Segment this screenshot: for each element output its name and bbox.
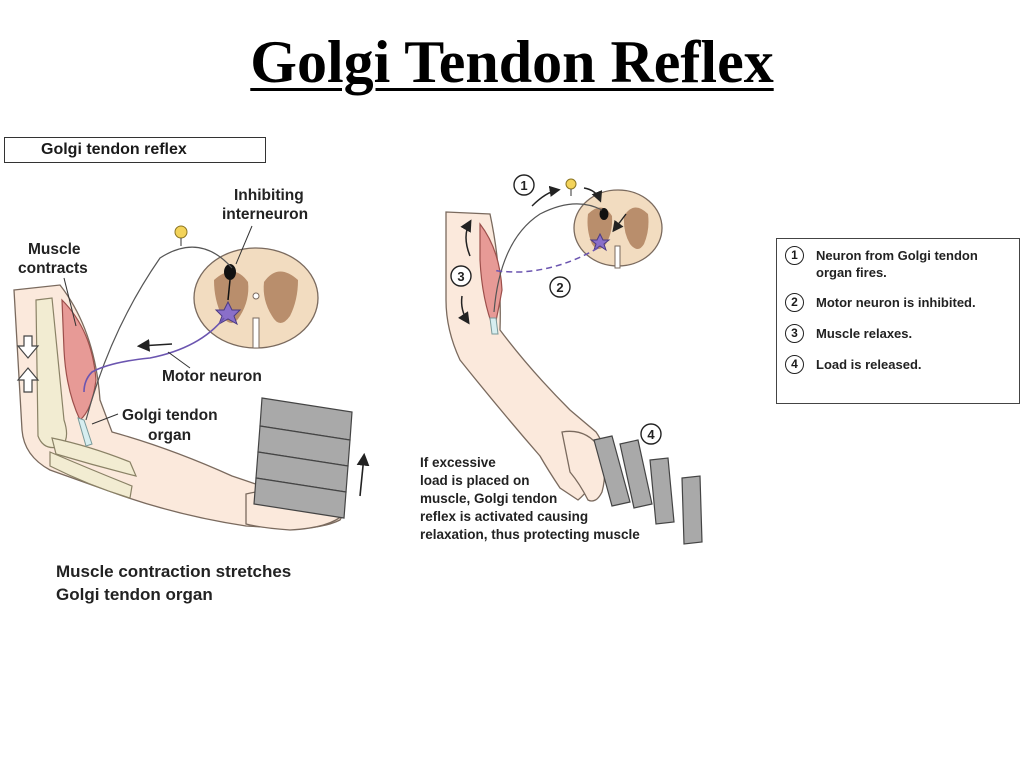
left-caption: Muscle contraction stretches Golgi tendo… (56, 560, 291, 606)
left-arm (13, 284, 345, 531)
right-tendon (489, 317, 499, 335)
legend-item-1: 1 Neuron from Golgi tendon organ fires. (785, 246, 1019, 281)
left-spinal-cord (193, 247, 319, 349)
note-line: reflex is activated causing (420, 509, 589, 524)
right-biceps (479, 222, 503, 333)
left-motor-neuron-cell (214, 300, 242, 326)
left-radius (51, 437, 138, 477)
step-marker-4: 4 (640, 423, 662, 445)
svg-text:2: 2 (556, 280, 563, 295)
left-up-arrow-icon (16, 367, 40, 393)
caption-line-1: Muscle contraction stretches (56, 562, 292, 581)
muscle-leader (63, 277, 77, 327)
label-muscle: Muscle (28, 241, 81, 258)
steps-legend: 1 Neuron from Golgi tendon organ fires. … (776, 238, 1020, 404)
left-panel-title: Golgi tendon reflex (4, 137, 266, 163)
right-motor-neuron-cell (589, 232, 611, 252)
legend-text: Muscle relaxes. (816, 326, 913, 341)
legend-text: Load is released. (816, 357, 922, 372)
legend-item-2: 2 Motor neuron is inhibited. (785, 293, 1019, 312)
legend-num: 4 (785, 355, 804, 374)
left-load-arrow-icon (356, 452, 370, 497)
svg-text:3: 3 (457, 269, 464, 284)
right-hand (561, 430, 606, 502)
right-down-arrow-icon (458, 295, 470, 325)
right-inhibit-arrow-icon (612, 213, 627, 233)
left-motor-axon (83, 317, 225, 393)
label-organ: organ (148, 427, 192, 444)
right-spinal-cord (573, 189, 663, 269)
motor-neuron-leader (167, 351, 191, 369)
right-falling-weights (593, 435, 703, 545)
label-interneuron: interneuron (222, 206, 309, 223)
step-marker-3: 3 (450, 265, 472, 287)
interneuron-leader (235, 225, 253, 265)
left-weight-stack (253, 397, 353, 519)
right-signal-arrow-icon (531, 185, 561, 207)
right-receptor-body (565, 178, 577, 190)
right-note: If excessive load is placed on muscle, G… (420, 454, 640, 544)
left-tendon (77, 417, 93, 447)
right-arm (445, 211, 606, 502)
legend-item-3: 3 Muscle relaxes. (785, 324, 1019, 343)
label-motor-neuron: Motor neuron (162, 368, 262, 385)
legend-item-4: 4 Load is released. (785, 355, 1019, 374)
note-line: relaxation, thus protecting muscle (420, 527, 640, 542)
left-interneuron-cell (224, 264, 236, 280)
golgi-leader (91, 413, 119, 425)
label-golgi-tendon: Golgi tendon (122, 407, 218, 424)
legend-text: Motor neuron is inhibited. (816, 295, 976, 310)
legend-num: 1 (785, 246, 804, 265)
note-line: If excessive (420, 455, 496, 470)
svg-text:1: 1 (520, 178, 527, 193)
caption-line-2: Golgi tendon organ (56, 585, 213, 604)
left-sensory-neuron (85, 246, 233, 421)
step-marker-1: 1 (513, 174, 535, 196)
slide-title: Golgi Tendon Reflex (250, 29, 774, 95)
note-line: muscle, Golgi tendon (420, 491, 558, 506)
legend-num: 2 (785, 293, 804, 312)
note-line: load is placed on (420, 473, 530, 488)
left-down-arrow-icon (16, 335, 40, 359)
label-inhibiting: Inhibiting (234, 187, 304, 204)
left-motor-arrow-icon (136, 339, 173, 352)
left-receptor-body (174, 225, 188, 239)
right-entry-arrow-icon (583, 187, 603, 203)
left-ulna (49, 451, 133, 499)
right-interneuron-cell (599, 208, 609, 220)
right-up-arrow-icon (460, 219, 472, 257)
legend-num: 3 (785, 324, 804, 343)
svg-text:4: 4 (647, 427, 655, 442)
legend-text: Neuron from Golgi tendon organ fires. (816, 248, 978, 280)
right-inhibited-motor-axon (493, 247, 599, 273)
step-marker-2: 2 (549, 276, 571, 298)
label-contracts: contracts (18, 260, 88, 277)
right-sensory-neuron (493, 203, 603, 313)
